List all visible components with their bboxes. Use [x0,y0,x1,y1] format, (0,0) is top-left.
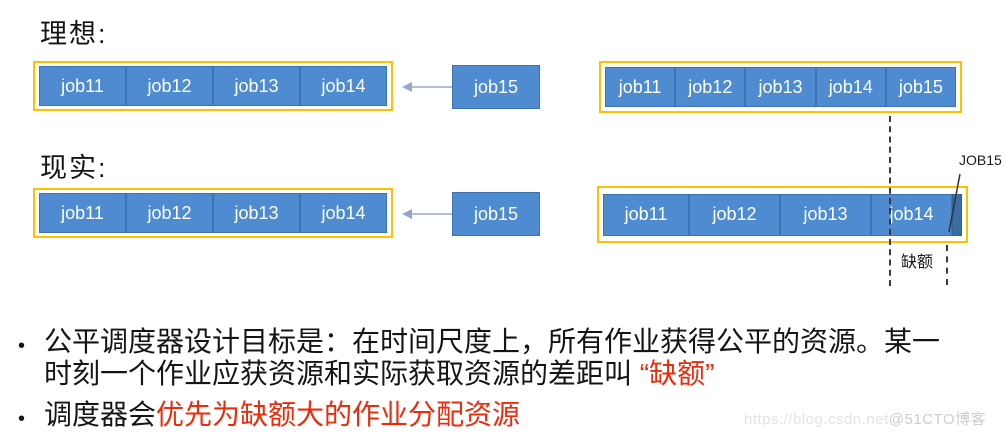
reality-section-label: 现实: [40,153,108,183]
job15-callout-label: JOB15 [959,152,1002,168]
job-box: job14 [300,193,387,233]
bullet1-line2-red: “缺额” [639,358,715,389]
bullet-marker: • [18,335,26,357]
bullet-text: 公平调度器设计目标是：在时间尺度上，所有作业获得公平的资源。某一 时刻一个作业应… [44,326,984,390]
notes-block: • 公平调度器设计目标是：在时间尺度上，所有作业获得公平的资源。某一 时刻一个作… [18,326,984,435]
fair-share-dashed-line [889,116,891,286]
job15-callout-line [948,173,961,233]
arrow-line [412,213,452,215]
job-box: job11 [39,66,126,106]
bullet1-line1: 公平调度器设计目标是：在时间尺度上，所有作业获得公平的资源。某一 [44,326,941,357]
ideal-left-arrow-icon [402,82,452,92]
job-box: job12 [126,193,213,233]
job-box: job13 [213,193,300,233]
job-box: job12 [689,193,781,236]
actual-edge-dashed-line [946,245,948,285]
bullet2-red: 优先为缺额大的作业分配资源 [156,399,521,430]
bullet2-black: 调度器会 [44,399,157,430]
ideal-section-label: 理想: [40,19,108,49]
watermark-handle: @51CTO博客 [888,411,987,428]
bullet-item: • 公平调度器设计目标是：在时间尺度上，所有作业获得公平的资源。某一 时刻一个作… [18,326,984,390]
job-box: job12 [126,66,213,106]
arrowhead-icon [402,82,412,92]
job-box: job12 [675,67,746,107]
job-box: job14 [300,66,387,106]
reality-left-arrow-icon [402,209,452,219]
reality-running-bar: job11 job12 job13 job14 [33,188,393,238]
job-box: job14 [815,67,886,107]
bullet-item: • 调度器会优先为缺额大的作业分配资源 [18,399,984,435]
bullet1-line2-black: 时刻一个作业应获资源和实际获取资源的差距叫 [44,358,640,389]
job-box: job13 [213,66,300,106]
ideal-incoming-job-box: job15 [452,65,540,109]
reality-incoming-job-box: job15 [452,192,540,236]
job-box: job14 [871,193,953,236]
ideal-result-bar: job11 job12 job13 job14 job15 [599,61,962,113]
job-box: job11 [603,193,690,236]
watermark: https://blog.csdn.net@51CTO博客 [744,408,986,429]
job-box: job13 [780,193,871,236]
reality-result-bar: job11 job12 job13 job14 [597,186,968,243]
bullet-text: 调度器会优先为缺额大的作业分配资源 [44,399,984,431]
bullet1-line2: 时刻一个作业应获资源和实际获取资源的差距叫 “缺额” [44,358,984,390]
arrowhead-icon [402,209,412,219]
job-box: job15 [885,67,957,107]
job-box: job13 [745,67,816,107]
job-box: job11 [605,67,676,107]
job-box: job11 [39,193,126,233]
arrow-line [412,86,452,88]
ideal-running-bar: job11 job12 job13 job14 [33,61,393,111]
bullet-marker: • [18,408,26,430]
deficit-label: 缺额 [901,254,934,271]
watermark-url: https://blog.csdn.net [744,411,889,428]
